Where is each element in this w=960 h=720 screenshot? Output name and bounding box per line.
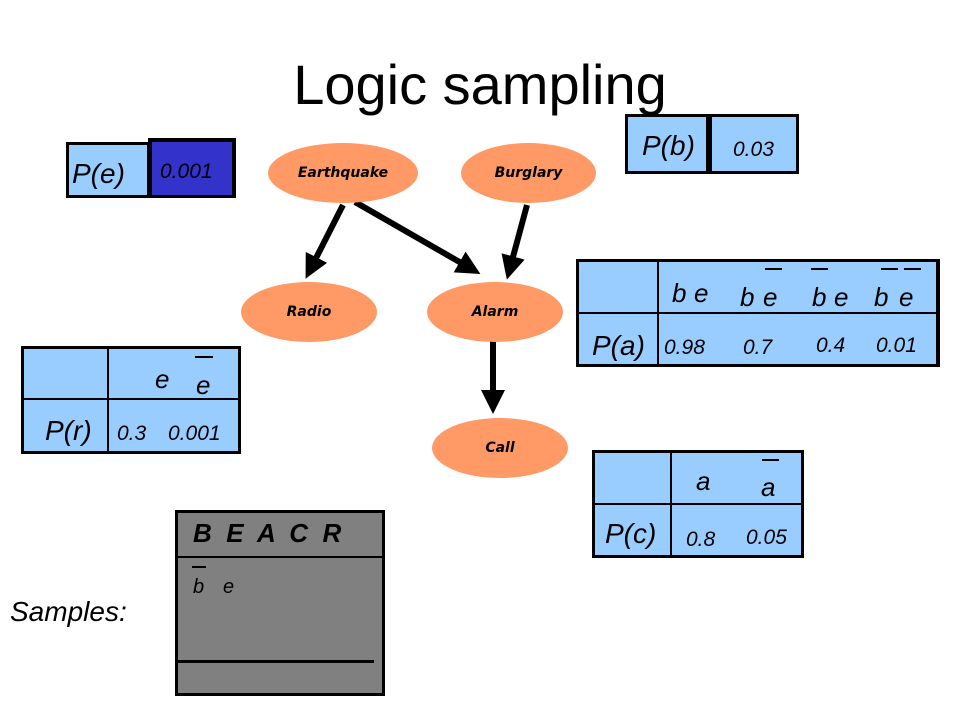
pa-header-4-b: b (874, 282, 889, 312)
edge-earthquake-alarm (353, 199, 481, 274)
pr-value-1: 0.3 (117, 422, 147, 445)
pa-header-3-b: b (812, 282, 827, 312)
pr-label: P(r) (45, 415, 92, 446)
sample-row-1-b-overbar (192, 566, 206, 568)
samples-label: Samples: (10, 596, 127, 627)
samples-table (175, 510, 385, 696)
pe-table (66, 138, 236, 198)
pa-header-3-e: e (834, 282, 849, 312)
pc-value-2: 0.05 (746, 526, 787, 549)
samples-header: B E A C R (193, 518, 342, 548)
pa-header-4-b-overbar (881, 268, 898, 270)
pa-header-3-b-overbar (811, 268, 828, 270)
pc-table (592, 450, 804, 558)
pa-header-4-e-overbar (904, 268, 921, 270)
pb-table (625, 114, 799, 174)
pa-value-2: 0.7 (743, 336, 773, 359)
pa-label: P(a) (592, 330, 645, 361)
pa-header-1-e: e (694, 278, 709, 308)
pa-value-3: 0.4 (816, 334, 846, 357)
pc-value-1: 0.8 (686, 528, 716, 551)
pr-value-2: 0.001 (168, 422, 221, 445)
pe-value: 0.001 (160, 160, 213, 183)
node-burglary: Burglary (461, 143, 596, 203)
slide-title: Logic sampling (293, 53, 667, 116)
edge-earthquake-radio (305, 203, 346, 279)
pr-table (21, 346, 241, 454)
node-alarm: Alarm (427, 282, 563, 342)
pa-header-2-b: b (740, 282, 755, 312)
pa-header-2-e: e (763, 282, 778, 312)
pb-label: P(b) (642, 130, 695, 161)
pc-header-a: a (696, 466, 711, 496)
sample-row-1-e: e (223, 576, 235, 598)
pa-header-1-b: b (672, 278, 687, 308)
pa-header-4-e: e (899, 282, 914, 312)
node-radio: Radio (241, 282, 377, 342)
sample-row-1-b: b (193, 576, 205, 598)
pe-label: P(e) (72, 158, 125, 189)
pb-value: 0.03 (733, 138, 774, 161)
node-earthquake: Earthquake (268, 143, 418, 203)
node-call: Call (432, 418, 568, 478)
pa-table (576, 259, 940, 367)
pr-header-not-e: e (196, 370, 211, 400)
pa-value-4: 0.01 (876, 334, 917, 357)
pa-header-2-e-overbar (765, 268, 782, 270)
pr-header-e: e (155, 364, 170, 394)
pa-value-1: 0.98 (664, 336, 705, 359)
pr-header-not-e-overbar (195, 356, 213, 358)
pc-label: P(c) (605, 518, 657, 549)
pc-header-not-a: a (761, 472, 776, 502)
pc-header-not-a-overbar (762, 459, 779, 461)
edge-burglary-alarm (501, 204, 530, 280)
